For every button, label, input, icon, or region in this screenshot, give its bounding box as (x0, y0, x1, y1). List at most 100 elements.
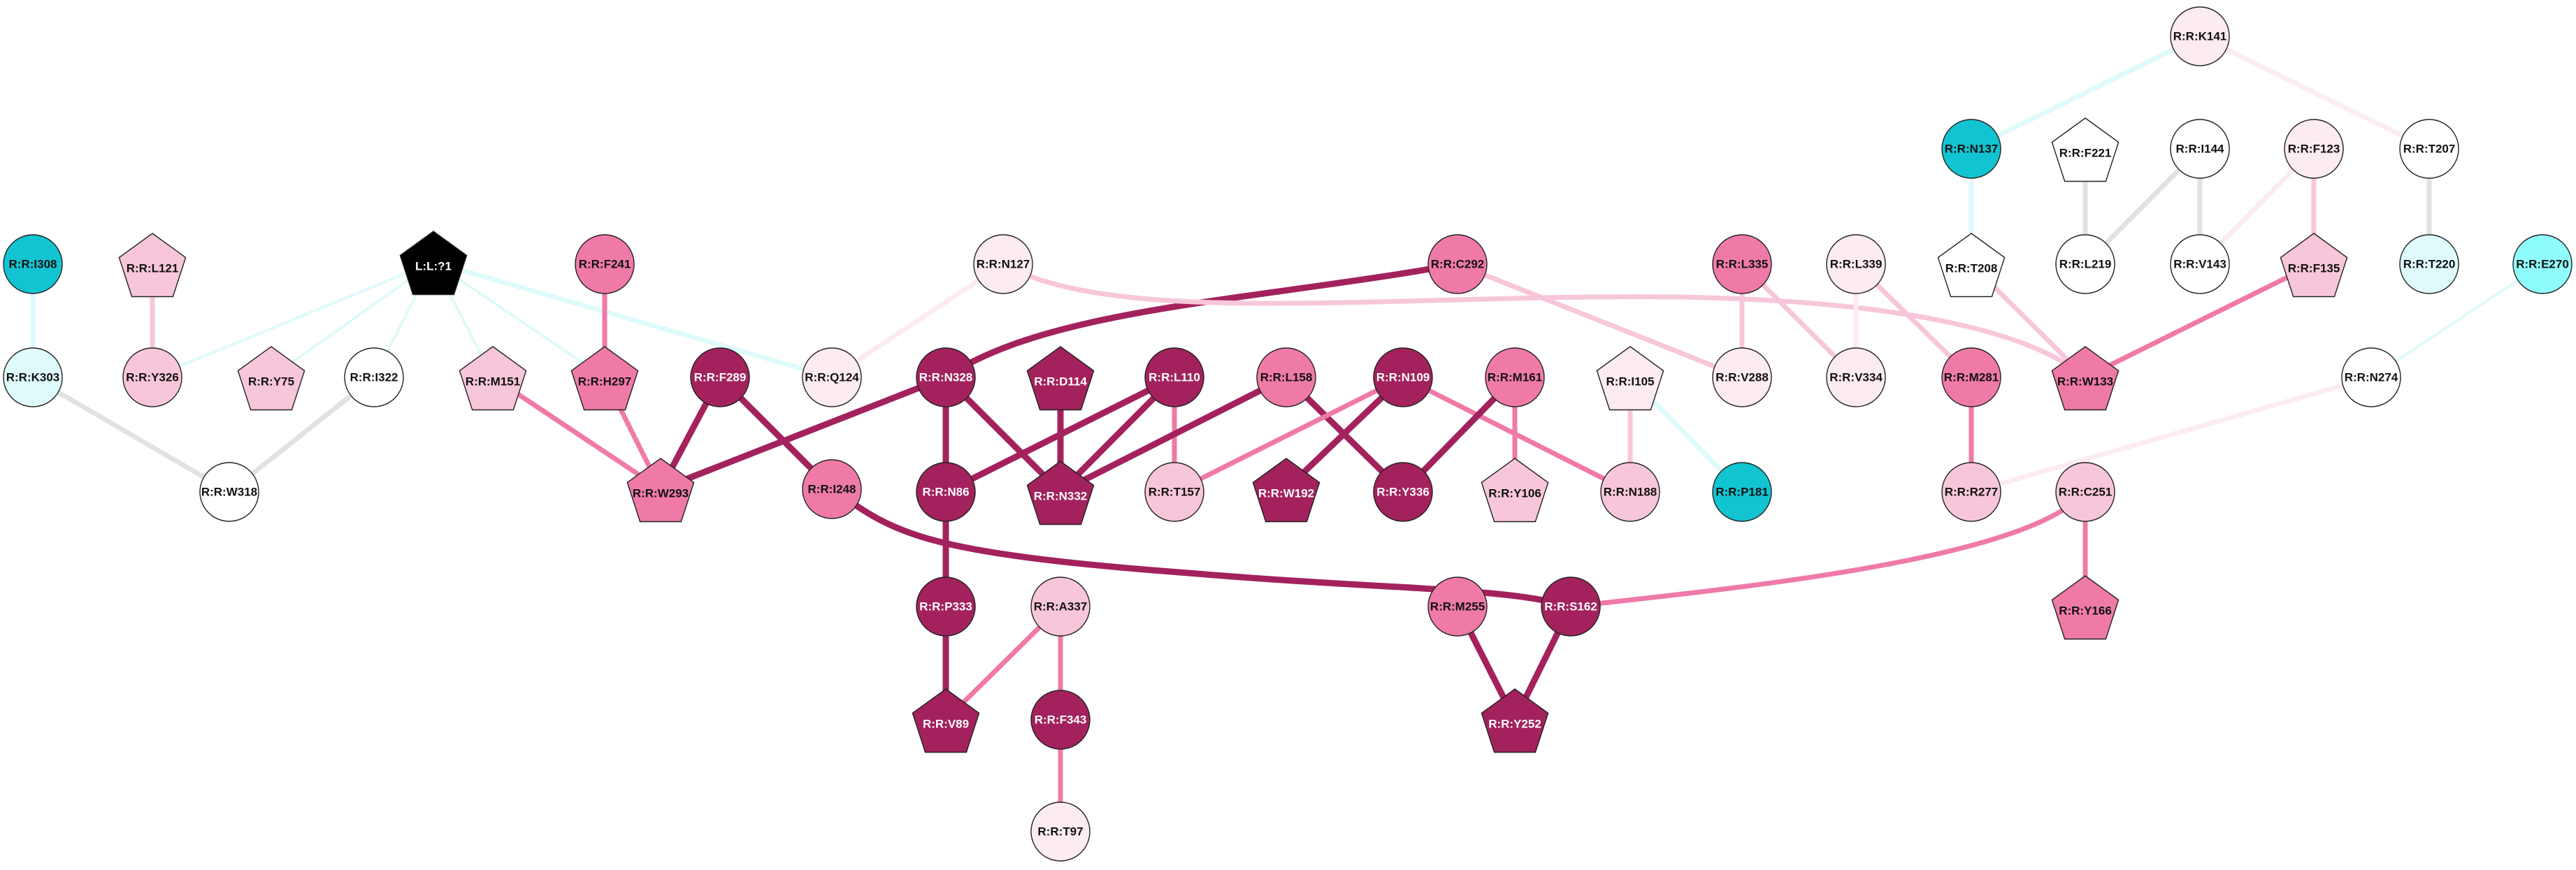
edge-r-r-k141-to-r-r-t207 (2197, 34, 2432, 152)
edge-r-r-k141-to-r-r-n137 (1969, 34, 2203, 152)
node-circle-shape (916, 347, 976, 407)
node-r-r-p333: R:R:P333 (916, 577, 976, 637)
node-circle-shape (1941, 347, 2001, 407)
node-r-r-v143: R:R:V143 (2170, 234, 2230, 294)
node-r-r-l158: R:R:L158 (1256, 347, 1316, 407)
node-r-r-n274: R:R:N274 (2341, 347, 2401, 407)
node-circle-shape (3, 234, 63, 294)
node-pentagon-shape (2280, 233, 2348, 298)
node-pentagon-shape (1596, 346, 1664, 411)
node-circle-shape (2399, 119, 2459, 179)
node-r-r-a337: R:R:A337 (1030, 577, 1091, 637)
node-circle-shape (344, 347, 404, 407)
node-circle-shape (1144, 462, 1204, 522)
edge-l-l-1-to-r-r-h297 (432, 261, 606, 379)
node-circle-shape (1600, 462, 1660, 522)
edge-r-r-n109-to-r-r-t157 (1172, 375, 1406, 495)
node-circle-shape (2170, 234, 2230, 294)
node-r-r-m255: R:R:M255 (1427, 577, 1488, 637)
node-circle-shape (690, 347, 750, 407)
node-r-r-s162: R:R:S162 (1541, 577, 1601, 637)
edge-r-r-c292-to-r-r-n328 (942, 261, 1461, 381)
edge-r-r-n127-to-r-r-w133 (1000, 261, 2088, 380)
node-r-r-f241: R:R:F241 (575, 234, 635, 294)
edge-r-r-i248-to-r-r-s162 (828, 486, 1574, 610)
node-pentagon-shape (1481, 458, 1549, 523)
node-circle-shape (2055, 462, 2115, 522)
node-pentagon-shape (2051, 117, 2120, 182)
node-pentagon-shape (1481, 688, 1549, 753)
edge-r-r-e270-to-r-r-n274 (2370, 263, 2544, 379)
node-circle-shape (1373, 347, 1433, 407)
node-r-r-k303: R:R:K303 (3, 347, 63, 407)
node-r-r-c292: R:R:C292 (1427, 234, 1488, 294)
node-circle-shape (2170, 119, 2230, 179)
edge-r-r-l110-to-r-r-n86 (942, 374, 1178, 495)
node-circle-shape (575, 234, 635, 294)
node-circle-shape (2170, 6, 2230, 66)
node-r-r-i322: R:R:I322 (344, 347, 404, 407)
node-pentagon-shape (237, 346, 305, 411)
node-circle-shape (1030, 577, 1091, 637)
node-pentagon-shape (2051, 346, 2120, 411)
node-r-r-w318: R:R:W318 (199, 462, 259, 522)
node-circle-shape (916, 462, 976, 522)
node-circle-shape (1712, 462, 1772, 522)
edge-r-r-f135-to-r-r-w133 (2082, 261, 2317, 380)
node-r-r-y326: R:R:Y326 (122, 347, 182, 407)
node-pentagon-shape (1026, 346, 1095, 411)
node-r-r-v334: R:R:V334 (1826, 347, 1886, 407)
node-r-r-t207: R:R:T207 (2399, 119, 2459, 179)
node-r-r-i144: R:R:I144 (2170, 119, 2230, 179)
node-circle-shape (1941, 462, 2001, 522)
node-pentagon-shape (912, 688, 980, 753)
node-r-r-f343: R:R:F343 (1030, 690, 1091, 750)
node-circle-shape (2512, 234, 2573, 294)
node-r-r-m281: R:R:M281 (1941, 347, 2001, 407)
node-circle-shape (2399, 234, 2459, 294)
node-pentagon-shape (570, 346, 639, 411)
node-pentagon-shape (1252, 458, 1321, 523)
node-r-r-n86: R:R:N86 (916, 462, 976, 522)
node-pentagon-shape (626, 458, 695, 523)
node-r-r-t157: R:R:T157 (1144, 462, 1204, 522)
edge-r-r-k303-to-r-r-w318 (30, 375, 232, 495)
node-r-r-y336: R:R:Y336 (1373, 462, 1433, 522)
edge-r-r-n328-to-r-r-w293 (657, 374, 949, 493)
node-r-r-e270: R:R:E270 (2512, 234, 2573, 294)
node-circle-shape (1030, 690, 1091, 750)
node-r-r-k141: R:R:K141 (2170, 6, 2230, 66)
edge-r-r-i322-to-r-r-w318 (226, 375, 377, 495)
edge-l-l-1-to-r-r-y326 (151, 261, 435, 379)
node-circle-shape (1485, 347, 1545, 407)
node-r-r-t97: R:R:T97 (1030, 802, 1091, 862)
node-circle-shape (916, 577, 976, 637)
node-r-r-n109: R:R:N109 (1373, 347, 1433, 407)
node-circle-shape (1712, 347, 1772, 407)
node-circle-shape (1826, 234, 1886, 294)
node-circle-shape (1144, 347, 1204, 407)
node-circle-shape (1256, 347, 1316, 407)
node-pentagon-shape (118, 233, 187, 298)
edge-l-l-1-to-r-r-q124 (431, 259, 835, 380)
node-circle-shape (2284, 119, 2344, 179)
node-circle-shape (1541, 577, 1601, 637)
node-r-r-l335: R:R:L335 (1712, 234, 1772, 294)
node-pentagon-shape (2051, 575, 2120, 640)
node-circle-shape (199, 462, 259, 522)
node-r-r-n137: R:R:N137 (1941, 119, 2001, 179)
edge-r-r-n127-to-r-r-q124 (829, 261, 1006, 380)
node-pentagon-shape (1026, 461, 1095, 525)
node-pentagon-shape (1937, 233, 2006, 298)
node-r-r-q124: R:R:Q124 (802, 347, 862, 407)
node-r-r-m161: R:R:M161 (1485, 347, 1545, 407)
edge-r-r-n274-to-r-r-r277 (1969, 375, 2374, 495)
edge-r-r-c292-to-r-r-v288 (1455, 261, 1745, 380)
node-r-r-i308: R:R:I308 (3, 234, 63, 294)
node-circle-shape (1826, 347, 1886, 407)
edge-r-r-l158-to-r-r-n332 (1057, 374, 1290, 495)
node-r-r-n127: R:R:N127 (973, 234, 1033, 294)
edge-r-r-m151-to-r-r-w293 (490, 375, 663, 492)
node-circle-shape (1712, 234, 1772, 294)
